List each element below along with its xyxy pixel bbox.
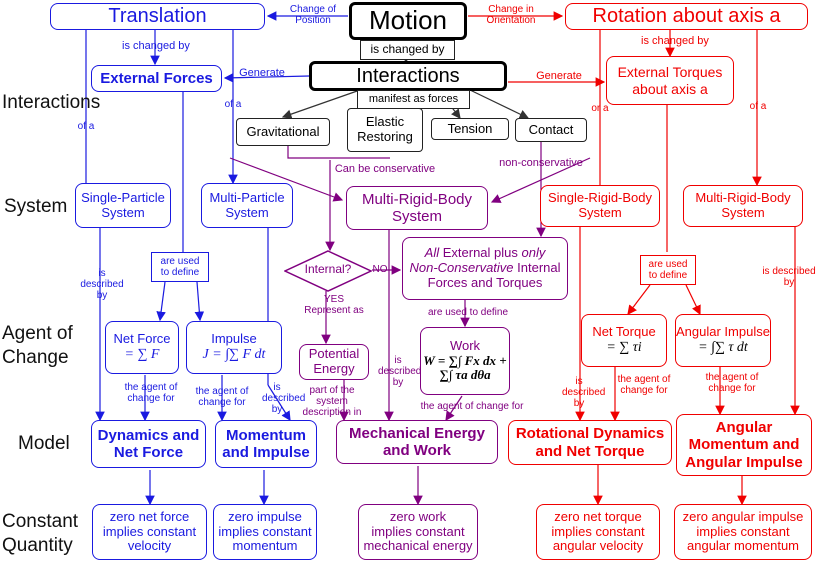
change-in-orientation-label: Change in Orientation xyxy=(486,4,536,26)
row-label-model: Model xyxy=(18,433,70,454)
change-of-position-label: Change of Position xyxy=(289,4,337,26)
external-forces-node: External Forces xyxy=(91,65,222,92)
all-text: All xyxy=(424,245,440,260)
forces-used-to-define-label: are used to define xyxy=(151,252,209,282)
net-torque-node: Net Torque = ∑ τi xyxy=(581,314,667,367)
no-branch-label: NO xyxy=(372,264,388,275)
part-of-system-description-label: part of the system description in xyxy=(302,385,362,418)
net-torque-formula: = ∑ τi xyxy=(606,339,642,355)
torques-used-to-define-label: are used to define xyxy=(640,255,696,285)
zero-net-torque-constant: zero net torque implies constant angular… xyxy=(536,504,660,560)
elastic-restoring-force-node: Elastic Restoring xyxy=(347,108,423,152)
row-label-interactions: Interactions xyxy=(2,92,101,113)
impulse-node: Impulse J = ∫∑ F dt xyxy=(186,321,282,374)
mechanical-energy-and-work-model: Mechanical Energy and Work xyxy=(336,420,498,464)
single-rigid-described-by-label: is described by xyxy=(562,376,606,409)
yes-represent-as-label: YES Represent as xyxy=(304,294,364,316)
multi-rigid-body-system-purple: Multi-Rigid-Body System xyxy=(346,186,488,230)
zero-impulse-constant: zero impulse implies constant momentum xyxy=(213,504,317,560)
external-plus-text: External plus xyxy=(439,245,522,260)
translation-node: Translation xyxy=(50,3,265,30)
non-conservative-text: Non-Conservative xyxy=(409,259,514,275)
internal-forces-torques-text: Internal Forces and Torques xyxy=(427,259,561,290)
single-particle-system-node: Single-Particle System xyxy=(75,183,171,228)
impulse-title: Impulse xyxy=(211,330,257,346)
row-label-system: System xyxy=(4,196,68,217)
dynamics-and-net-force-model: Dynamics and Net Force xyxy=(91,420,206,468)
zero-net-force-constant: zero net force implies constant velocity xyxy=(92,504,207,560)
momentum-and-impulse-model: Momentum and Impulse xyxy=(215,420,317,468)
motion-changed-by-label: is changed by xyxy=(360,40,455,60)
multi-rigid-described-by-label: is described by xyxy=(762,266,816,288)
rotation-node: Rotation about axis a xyxy=(565,3,808,30)
angular-momentum-model: Angular Momentum and Angular Impulse xyxy=(676,414,812,476)
internal-question-label: Internal? xyxy=(304,262,352,276)
zero-angular-impulse-constant: zero angular impulse implies constant an… xyxy=(674,504,812,560)
internal-decision-diamond xyxy=(284,250,372,292)
multi-particle-system-node: Multi-Particle System xyxy=(201,183,293,228)
work-formula-line2: ∑∫ τa dθa xyxy=(439,367,491,383)
row-label-constant-quantity: Constant Quantity xyxy=(2,511,79,556)
net-torque-title: Net Torque xyxy=(592,323,656,339)
tension-force-node: Tension xyxy=(431,118,509,140)
multi-rigid-described-by-label: is described by xyxy=(378,355,422,388)
of-a-label-left: of a xyxy=(77,121,95,132)
work-node: Work W = ∑∫ Fx dx + ∑∫ τa dθa xyxy=(420,327,510,395)
multi-rigid-body-system-red: Multi-Rigid-Body System xyxy=(683,185,803,227)
of-a-label-right: of a xyxy=(749,101,767,112)
row-label-agent-of-change: Agent of Change xyxy=(2,323,73,368)
net-torque-agent-of-change-label: the agent of change for xyxy=(617,374,671,396)
angular-impulse-formula: = ∫∑ τ dt xyxy=(698,339,748,355)
multi-particle-described-by-label: is described by xyxy=(262,382,306,415)
rotation-changed-by-label: is changed by xyxy=(641,35,709,47)
zero-work-constant: zero work implies constant mechanical en… xyxy=(358,504,478,560)
impulse-formula: J = ∫∑ F dt xyxy=(202,346,266,362)
motion-node: Motion xyxy=(349,2,467,40)
external-and-nonconservative-node: All External plus only Non-Conservative … xyxy=(402,237,568,300)
gravitational-force-node: Gravitational xyxy=(236,118,330,146)
used-to-define-work-label: are used to define xyxy=(427,307,509,318)
impulse-agent-of-change-label: the agent of change for xyxy=(195,386,249,408)
interactions-node: Interactions xyxy=(309,61,507,91)
net-force-node: Net Force = ∑ F xyxy=(105,321,179,374)
can-be-conservative-label: Can be conservative xyxy=(334,163,436,175)
rotational-dynamics-model: Rotational Dynamics and Net Torque xyxy=(508,420,672,465)
single-rigid-body-system-node: Single-Rigid-Body System xyxy=(540,185,660,227)
external-torques-node: External Torques about axis a xyxy=(606,56,734,105)
work-agent-of-change-label: the agent of change for xyxy=(420,401,524,412)
net-force-title: Net Force xyxy=(113,330,171,346)
or-a-label: or a xyxy=(591,103,609,114)
work-formula-line1: W = ∑∫ Fx dx + xyxy=(423,352,507,368)
translation-changed-by-label: is changed by xyxy=(122,40,190,52)
net-force-agent-of-change-label: the agent of change for xyxy=(124,382,178,404)
generate-torques-label: Generate xyxy=(536,70,582,82)
angular-impulse-agent-of-change-label: the agent of change for xyxy=(705,372,759,394)
contact-force-node: Contact xyxy=(515,118,587,142)
only-text: only xyxy=(521,245,546,260)
single-particle-described-by-label: is described by xyxy=(80,268,124,301)
of-a-label-mid: of a xyxy=(224,99,242,110)
potential-energy-node: Potential Energy xyxy=(299,344,369,380)
manifest-as-forces-label: manifest as forces xyxy=(357,90,470,109)
net-force-formula: = ∑ F xyxy=(124,346,160,362)
generate-forces-label: Generate xyxy=(239,67,285,79)
angular-impulse-node: Angular Impulse = ∫∑ τ dt xyxy=(675,314,771,367)
non-conservative-label: non-conservative xyxy=(499,157,583,169)
work-title: Work xyxy=(449,337,481,353)
angular-impulse-title: Angular Impulse xyxy=(676,323,770,339)
